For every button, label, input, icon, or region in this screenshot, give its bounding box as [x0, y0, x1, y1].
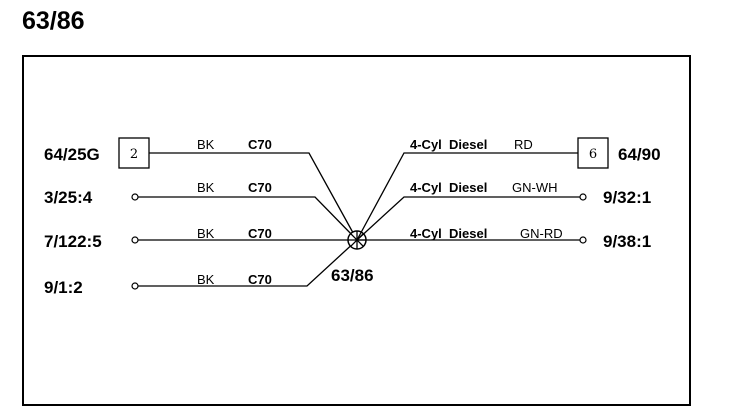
connector-box[interactable]	[118, 137, 150, 169]
terminal-dot[interactable]	[579, 193, 587, 201]
wire[interactable]	[138, 196, 358, 241]
wire-color: BK	[197, 272, 215, 287]
terminal-dot[interactable]	[131, 236, 139, 244]
wire-id: C70	[248, 137, 272, 152]
right-connector-id: 9/38:1	[603, 232, 651, 251]
wire-color: BK	[197, 137, 215, 152]
wire-id: C70	[248, 272, 272, 287]
diagram-frame	[22, 55, 691, 406]
wire-color: GN-WH	[512, 180, 558, 195]
wire[interactable]	[149, 152, 358, 241]
wire[interactable]	[356, 152, 578, 241]
terminal-dot[interactable]	[579, 236, 587, 244]
terminal-dot[interactable]	[131, 282, 139, 290]
wire-id: 4-Cyl Diesel	[410, 226, 487, 241]
wire-color: BK	[197, 226, 215, 241]
wire[interactable]	[138, 239, 358, 287]
right-connector-id: 9/32:1	[603, 188, 651, 207]
wire-id: C70	[248, 226, 272, 241]
terminal-dot[interactable]	[131, 193, 139, 201]
wire[interactable]	[356, 196, 580, 241]
connector-pin: 6	[589, 147, 597, 162]
left-connector-id: 64/25G	[44, 145, 100, 164]
connector-box[interactable]	[577, 137, 609, 169]
left-connector-id: 9/1:2	[44, 278, 83, 297]
right-connector-id: 64/90	[618, 145, 661, 164]
wire-id: C70	[248, 180, 272, 195]
connector-pin: 2	[130, 147, 138, 162]
left-connector-id: 7/122:5	[44, 232, 102, 251]
wire-color: BK	[197, 180, 215, 195]
wire-color: RD	[514, 137, 533, 152]
left-connector-id: 3/25:4	[44, 188, 93, 207]
splice-label: 63/86	[331, 266, 374, 285]
wire-color: GN-RD	[520, 226, 563, 241]
wire-id: 4-Cyl Diesel	[410, 137, 487, 152]
wire-id: 4-Cyl Diesel	[410, 180, 487, 195]
page-title: 63/86	[22, 7, 85, 35]
